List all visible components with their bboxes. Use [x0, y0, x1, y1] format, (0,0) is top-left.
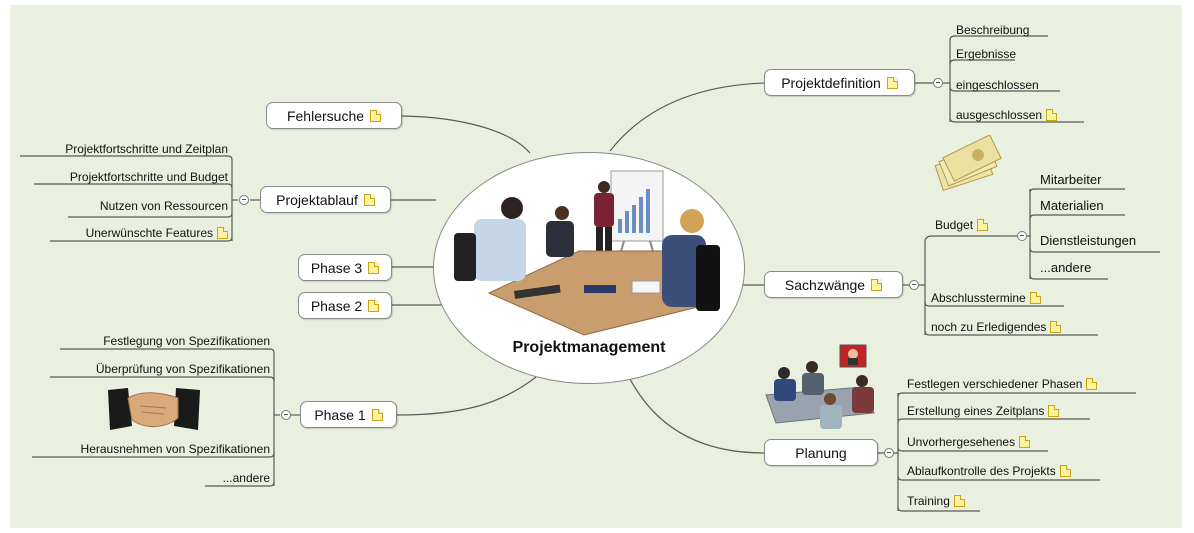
- meeting-illustration: [454, 170, 720, 336]
- subtopic-ueberpruefung-spezifikationen[interactable]: Überprüfung von Spezifikationen: [30, 360, 270, 378]
- subtopic-label: Ablaufkontrolle des Projekts: [907, 464, 1056, 478]
- topic-phase-1[interactable]: Phase 1: [300, 401, 397, 428]
- subtopic-projektfortschritte-budget[interactable]: Projektfortschritte und Budget: [20, 168, 228, 186]
- note-icon[interactable]: [886, 76, 898, 89]
- connector-lines: [20, 35, 1160, 512]
- collapse-toggle-icon[interactable]: [884, 448, 894, 458]
- banknotes-illustration: [934, 135, 1002, 192]
- collapse-toggle-icon[interactable]: [909, 280, 919, 290]
- note-icon[interactable]: [953, 495, 965, 507]
- subtopic-label: Dienstleistungen: [1040, 233, 1137, 248]
- subtopic-unerwuenschte-features[interactable]: Unerwünschte Features: [20, 224, 228, 242]
- subtopic-noch-zu-erledigendes[interactable]: noch zu Erledigendes: [931, 318, 1062, 336]
- subtopic-label: Training: [907, 494, 950, 508]
- topic-planung[interactable]: Planung: [764, 439, 878, 466]
- subtopic-label: Festlegen verschiedener Phasen: [907, 377, 1083, 391]
- collapse-toggle-icon[interactable]: [239, 195, 249, 205]
- subtopic-label: noch zu Erledigendes: [931, 320, 1047, 334]
- topic-label: Projektablauf: [276, 191, 358, 208]
- subtopic-mitarbeiter[interactable]: Mitarbeiter: [1040, 171, 1101, 189]
- subtopic-ergebnisse[interactable]: Ergebnisse: [956, 45, 1016, 63]
- topic-label: Phase 1: [314, 406, 366, 423]
- topic-fehlersuche[interactable]: Fehlersuche: [266, 102, 402, 129]
- topic-projektdefinition[interactable]: Projektdefinition: [764, 69, 915, 96]
- note-icon[interactable]: [871, 278, 883, 291]
- subtopic-label: Nutzen von Ressourcen: [99, 199, 228, 213]
- subtopic-label: Ergebnisse: [956, 47, 1017, 61]
- topic-label: Fehlersuche: [286, 107, 365, 124]
- note-icon[interactable]: [1050, 321, 1062, 333]
- topic-phase-3[interactable]: Phase 3: [298, 254, 392, 281]
- topic-projektablauf[interactable]: Projektablauf: [260, 186, 391, 213]
- subtopic-label: ausgeschlossen: [956, 108, 1043, 122]
- subtopic-label: Projektfortschritte und Zeitplan: [65, 142, 228, 156]
- topic-label: Projektdefinition: [781, 74, 881, 91]
- note-icon[interactable]: [1059, 465, 1071, 477]
- note-icon[interactable]: [368, 261, 380, 274]
- subtopic-unvorhergesehenes[interactable]: Unvorhergesehenes: [907, 433, 1031, 451]
- note-icon[interactable]: [1048, 405, 1060, 417]
- subtopic-erstellung-zeitplan[interactable]: Erstellung eines Zeitplans: [907, 402, 1060, 420]
- subtopic-budget[interactable]: Budget: [935, 216, 989, 234]
- note-icon[interactable]: [1029, 292, 1041, 304]
- subtopic-label: Herausnehmen von Spezifikationen: [80, 442, 270, 456]
- collapse-toggle-icon[interactable]: [281, 410, 291, 420]
- handshake-illustration: [108, 388, 200, 430]
- subtopic-label: Beschreibung: [956, 23, 1030, 37]
- subtopic-dienstleistungen[interactable]: Dienstleistungen: [1040, 232, 1136, 250]
- subtopic-label: Budget: [935, 218, 974, 232]
- subtopic-abschlusstermine[interactable]: Abschlusstermine: [931, 289, 1041, 307]
- subtopic-label: Materialien: [1040, 198, 1104, 213]
- subtopic-training[interactable]: Training: [907, 492, 965, 510]
- subtopic-label: ...andere: [222, 471, 270, 485]
- note-icon[interactable]: [1086, 378, 1098, 390]
- note-icon[interactable]: [217, 227, 228, 239]
- note-icon[interactable]: [371, 408, 383, 421]
- subtopic-festlegung-spezifikationen[interactable]: Festlegung von Spezifikationen: [30, 332, 270, 350]
- note-icon[interactable]: [977, 219, 989, 231]
- subtopic-label: ...andere: [1040, 260, 1092, 275]
- note-icon[interactable]: [370, 109, 382, 122]
- note-icon[interactable]: [1046, 109, 1058, 121]
- subtopic-projektfortschritte-zeitplan[interactable]: Projektfortschritte und Zeitplan: [20, 140, 228, 158]
- subtopic-label: Abschlusstermine: [931, 291, 1026, 305]
- subtopic-ablaufkontrolle[interactable]: Ablaufkontrolle des Projekts: [907, 462, 1071, 480]
- subtopic-herausnehmen-spezifikationen[interactable]: Herausnehmen von Spezifikationen: [20, 440, 270, 458]
- subtopic-festlegen-phasen[interactable]: Festlegen verschiedener Phasen: [907, 375, 1098, 393]
- subtopic-eingeschlossen[interactable]: eingeschlossen: [956, 76, 1039, 94]
- video-conference-illustration: [765, 344, 875, 429]
- topic-label: Sachzwänge: [784, 276, 866, 293]
- mindmap-canvas: Projektmanagement Projektdefinition Besc…: [10, 5, 1182, 528]
- subtopic-label: Überprüfung von Spezifikationen: [95, 362, 270, 376]
- note-icon[interactable]: [363, 193, 375, 206]
- subtopic-nutzen-ressourcen[interactable]: Nutzen von Ressourcen: [20, 197, 228, 215]
- subtopic-label: Mitarbeiter: [1040, 172, 1102, 187]
- topic-label: Planung: [795, 444, 847, 461]
- topic-label: Phase 3: [310, 259, 363, 276]
- collapse-toggle-icon[interactable]: [933, 78, 943, 88]
- subtopic-budget-andere[interactable]: ...andere: [1040, 259, 1091, 277]
- subtopic-ausgeschlossen[interactable]: ausgeschlossen: [956, 106, 1058, 124]
- topic-label: Phase 2: [310, 297, 363, 314]
- subtopic-label: Unerwünschte Features: [85, 226, 213, 240]
- subtopic-label: Projektfortschritte und Budget: [69, 170, 228, 184]
- subtopic-label: Unvorhergesehenes: [907, 435, 1016, 449]
- subtopic-label: Erstellung eines Zeitplans: [907, 404, 1045, 418]
- central-topic-label: Projektmanagement: [512, 339, 666, 356]
- topic-sachzwaenge[interactable]: Sachzwänge: [764, 271, 903, 298]
- subtopic-label: eingeschlossen: [956, 78, 1039, 92]
- subtopic-label: Festlegung von Spezifikationen: [103, 334, 270, 348]
- subtopic-beschreibung[interactable]: Beschreibung: [956, 21, 1029, 39]
- topic-phase-2[interactable]: Phase 2: [298, 292, 392, 319]
- note-icon[interactable]: [368, 299, 380, 312]
- subtopic-andere[interactable]: ...andere: [190, 469, 270, 487]
- subtopic-materialien[interactable]: Materialien: [1040, 197, 1104, 215]
- collapse-toggle-icon[interactable]: [1017, 231, 1027, 241]
- central-topic[interactable]: Projektmanagement: [433, 152, 745, 384]
- note-icon[interactable]: [1019, 436, 1031, 448]
